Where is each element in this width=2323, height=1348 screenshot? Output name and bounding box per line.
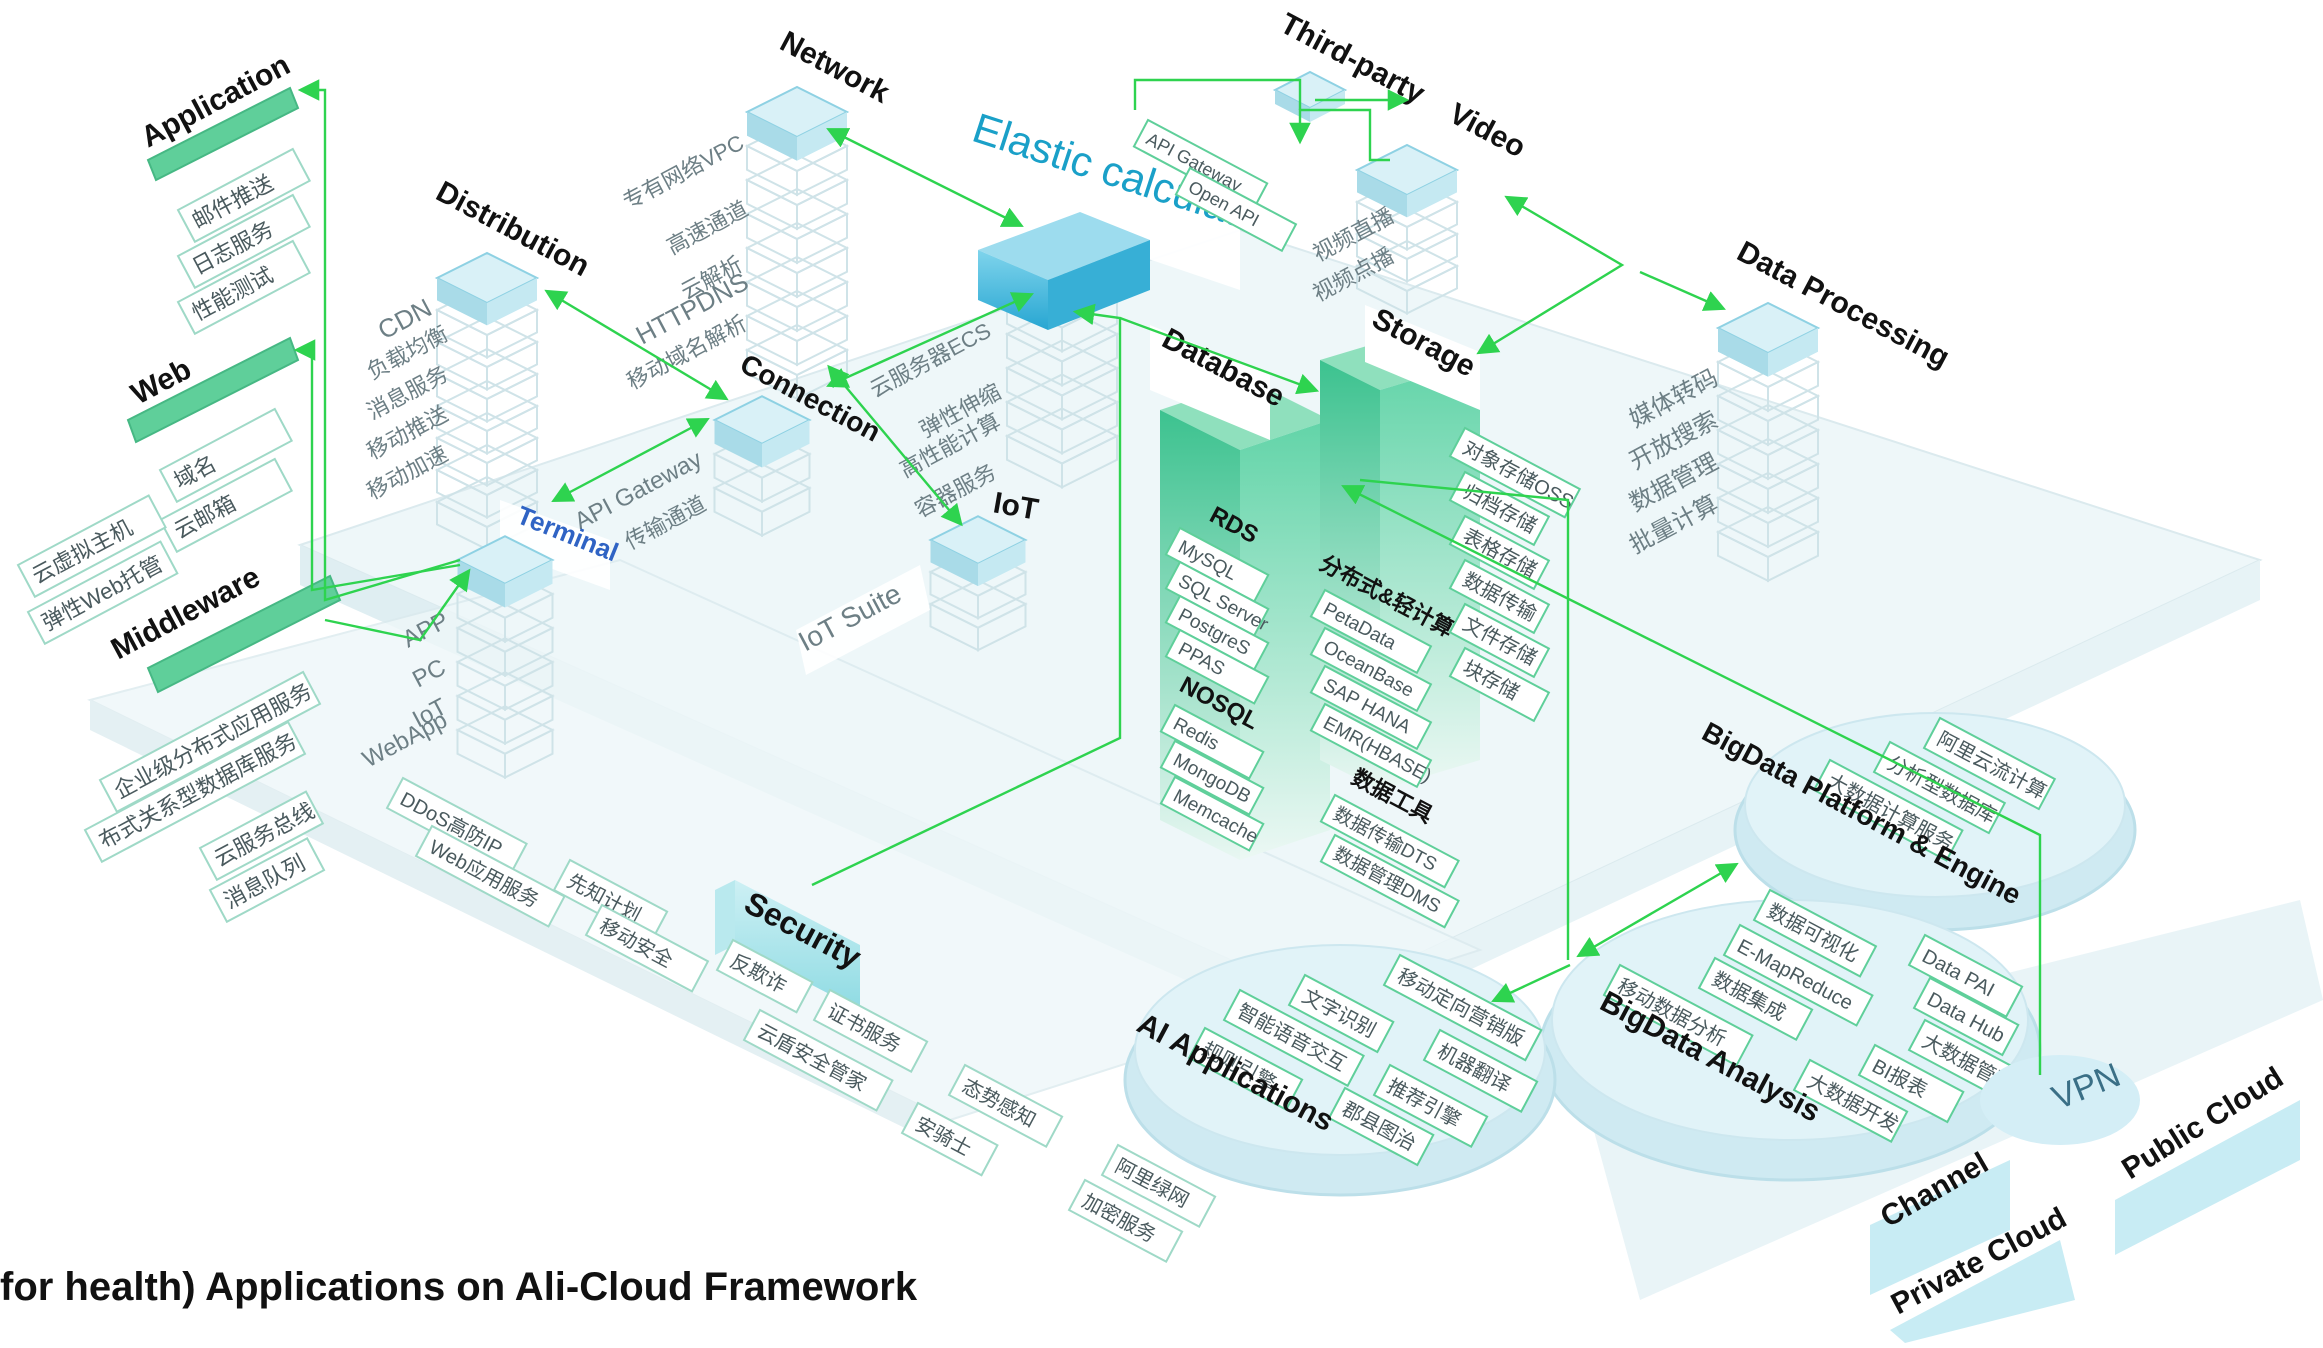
distribution-stack	[434, 251, 540, 552]
connectors	[293, 78, 2042, 1075]
group-ai-applications: 文字识别移动定向营销版智能语音交互机器翻译规则引擎推荐引擎郡县图治 AI App…	[1123, 944, 1557, 1197]
connection-stack	[712, 395, 812, 538]
data-processing-stack	[1715, 301, 1821, 583]
storage-item-4: 数据传输	[1448, 558, 1551, 635]
network-item-2: 高速通道	[663, 196, 752, 259]
video-title: Video	[1444, 97, 1531, 164]
figure-caption: for health) Applications on Ali-Cloud Fr…	[0, 1265, 918, 1309]
video-stack	[1354, 143, 1460, 316]
network-stack	[744, 85, 850, 401]
iot-stack	[928, 515, 1028, 652]
group-cloud: VPN Channel Private Cloud Public Cloud	[1870, 1055, 2300, 1343]
iot-title: IoT	[991, 486, 1041, 526]
